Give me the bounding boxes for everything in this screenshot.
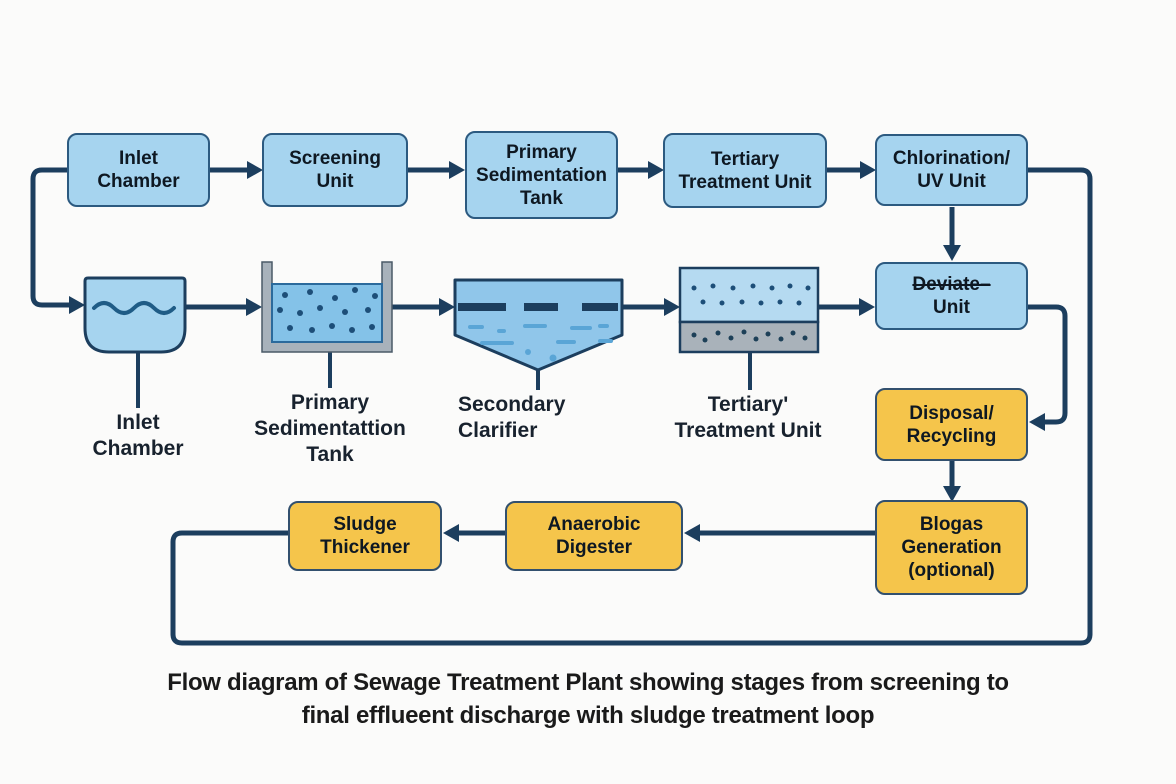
label-primary-sedimentation-tank: Primary Sedimentattion Tank bbox=[254, 391, 406, 466]
line-deviate-to-disposal bbox=[1028, 304, 1068, 425]
node-disposal-recycling: Disposal/ Recycling bbox=[875, 388, 1028, 461]
node-sludge-thickener: Sludge Thickener bbox=[288, 501, 442, 571]
label-tertiary-treatment-unit: Tertiary' Treatment Unit bbox=[674, 393, 822, 442]
node-chlorination-uv-unit: Chlorination/ UV Unit bbox=[875, 134, 1028, 206]
node-screening-unit: Screening Unit bbox=[262, 133, 408, 207]
deviate-unit-line2: Unit bbox=[933, 297, 970, 318]
flow-dashes bbox=[458, 303, 618, 311]
line-inlet-box-to-inlet-tank bbox=[30, 167, 69, 308]
flow-arrows bbox=[30, 167, 1093, 646]
tertiary-dots-top bbox=[691, 283, 811, 306]
arrowheads bbox=[69, 161, 1045, 542]
deviate-unit-line1: Deviate– bbox=[912, 274, 991, 295]
inlet-chamber-tank bbox=[83, 276, 187, 354]
node-inlet-chamber: Inlet Chamber bbox=[67, 133, 210, 207]
tertiary-dots-bottom bbox=[691, 329, 808, 343]
node-primary-sedimentation-tank: Primary Sedimentation Tank bbox=[465, 131, 618, 219]
node-deviate-unit: Deviate– Unit bbox=[875, 262, 1028, 330]
secondary-clarifier-graphic bbox=[453, 278, 624, 372]
node-tertiary-treatment-unit: Tertiary Treatment Unit bbox=[663, 133, 827, 208]
sediment-dots bbox=[277, 287, 378, 333]
node-anaerobic-digester: Anaerobic Digester bbox=[505, 501, 683, 571]
primary-sedimentation-tank-graphic bbox=[261, 261, 393, 353]
tertiary-treatment-tank-graphic bbox=[678, 266, 820, 354]
node-biogas-generation: Blogas Generation (optional) bbox=[875, 500, 1028, 595]
label-secondary-clarifier: Secondary Clarifier bbox=[458, 393, 566, 442]
floc-dashes bbox=[468, 324, 613, 362]
label-inlet-chamber-tank: Inlet Chamber bbox=[92, 411, 184, 460]
diagram-caption: Flow diagram of Sewage Treatment Plant s… bbox=[167, 669, 1009, 729]
label-stems bbox=[136, 352, 752, 408]
water-wave bbox=[92, 301, 176, 315]
line-effluent-sludge-loop bbox=[170, 167, 1093, 646]
